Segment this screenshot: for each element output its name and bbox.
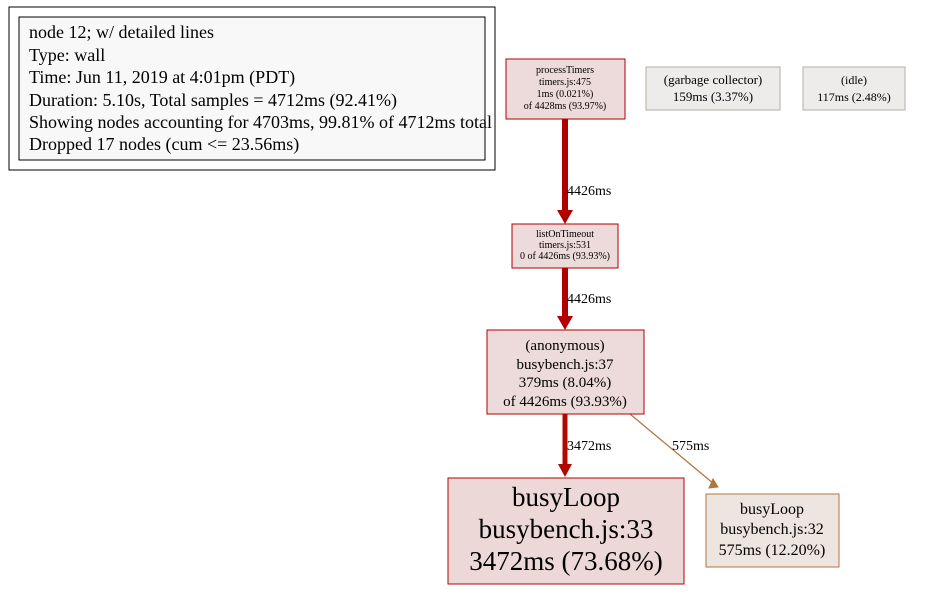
node-box	[505, 58, 626, 120]
arrowhead	[557, 316, 573, 330]
node-location: timers.js:531	[539, 240, 591, 251]
node-location: busybench.js:37	[516, 357, 614, 373]
node-location: busybench.js:33	[479, 514, 654, 544]
legend: node 12; w/ detailed lines Type: wall Ti…	[8, 6, 496, 171]
node-box	[705, 493, 840, 568]
node-cum: of 4428ms (93.97%)	[524, 101, 607, 112]
node-function-name: listOnTimeout	[536, 229, 594, 240]
edge-listontimeout-anonymous[interactable]: 4426ms	[557, 268, 611, 330]
legend-inner-frame	[18, 16, 486, 161]
edge-label: 4426ms	[567, 292, 611, 307]
node-function-name: (garbage collector)	[664, 72, 763, 87]
edge-line	[629, 413, 715, 485]
edge-label: 4426ms	[567, 184, 611, 199]
node-box	[645, 66, 781, 111]
edge-anonymous-busyloop32[interactable]: 575ms	[629, 413, 719, 489]
node-busyloop-33[interactable]: busyLoop busybench.js:33 3472ms (73.68%)	[447, 477, 685, 585]
node-box	[802, 66, 906, 111]
node-function-name: (idle)	[841, 73, 867, 87]
edge-processtimers-listontimeout[interactable]: 4426ms	[557, 119, 611, 224]
edge-anonymous-busyloop33[interactable]: 3472ms	[558, 414, 611, 477]
node-flat: 159ms (3.37%)	[673, 89, 753, 104]
arrowhead	[557, 210, 573, 224]
node-flat: 3472ms (73.68%)	[469, 546, 662, 576]
node-listontimeout[interactable]: listOnTimeout timers.js:531 0 of 4426ms …	[511, 223, 619, 269]
legend-line: Showing nodes accounting for 4703ms, 99.…	[29, 112, 492, 132]
node-cum: of 4426ms (93.93%)	[503, 394, 627, 410]
node-idle[interactable]: (idle) 117ms (2.48%)	[802, 66, 906, 111]
legend-line: Type: wall	[29, 45, 105, 65]
edge-label: 575ms	[672, 439, 709, 454]
node-function-name: busyLoop	[512, 482, 620, 512]
node-busyloop-32[interactable]: busyLoop busybench.js:32 575ms (12.20%)	[705, 493, 840, 568]
node-processtimers[interactable]: processTimers timers.js:475 1ms (0.021%)…	[505, 58, 626, 120]
node-function-name: (anonymous)	[525, 338, 604, 354]
node-garbage-collector[interactable]: (garbage collector) 159ms (3.37%)	[645, 66, 781, 111]
node-flat: 575ms (12.20%)	[719, 542, 826, 559]
legend-line: Dropped 17 nodes (cum <= 23.56ms)	[29, 134, 299, 155]
node-box	[447, 477, 685, 585]
node-flat: 1ms (0.021%)	[537, 89, 594, 100]
node-function-name: processTimers	[536, 65, 594, 76]
edge-label: 3472ms	[567, 439, 611, 454]
arrowhead	[558, 464, 572, 477]
node-box	[511, 223, 619, 269]
node-location: busybench.js:32	[720, 521, 824, 538]
node-location: timers.js:475	[539, 77, 591, 88]
legend-line: Duration: 5.10s, Total samples = 4712ms …	[29, 90, 397, 111]
node-box	[486, 329, 645, 415]
legend-line: node 12; w/ detailed lines	[29, 22, 214, 42]
node-flat: 117ms (2.48%)	[817, 90, 891, 104]
arrowhead	[708, 477, 719, 489]
node-flat: 379ms (8.04%)	[519, 375, 612, 391]
node-function-name: busyLoop	[740, 501, 804, 518]
legend-line: Time: Jun 11, 2019 at 4:01pm (PDT)	[29, 67, 295, 88]
node-cum: 0 of 4426ms (93.93%)	[520, 251, 610, 262]
node-anonymous[interactable]: (anonymous) busybench.js:37 379ms (8.04%…	[486, 329, 645, 415]
